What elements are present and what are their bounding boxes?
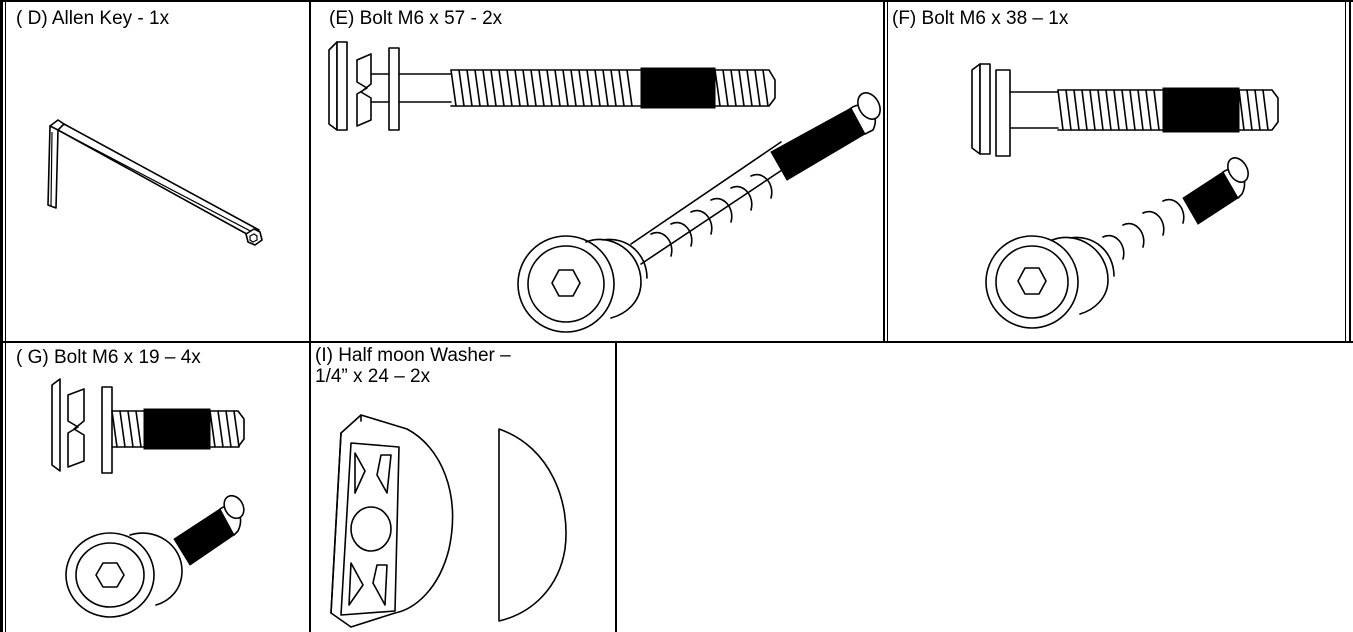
part-label-allen-key: ( D) Allen Key - 1x [16, 8, 170, 29]
table-col-divider-1 [309, 0, 311, 632]
part-label-bolt-m6x19: ( G) Bolt M6 x 19 – 4x [16, 347, 201, 368]
table-border-left-inner [5, 0, 6, 632]
part-cell-bolt-m6x57: (E) Bolt M6 x 57 - 2x [311, 2, 883, 341]
part-cell-half-moon-washer: (I) Half moon Washer – 1/4” x 24 – 2x [311, 343, 615, 632]
part-cell-bolt-m6x19: ( G) Bolt M6 x 19 – 4x [6, 343, 309, 632]
table-border-right [1349, 0, 1351, 343]
part-cell-allen-key: ( D) Allen Key - 1x [6, 2, 309, 341]
table-border-top [0, 0, 1353, 2]
table-border-right-inner [1345, 0, 1346, 343]
table-col-divider-3 [615, 343, 617, 632]
thread-lines [450, 69, 642, 107]
table-col-divider-2 [883, 0, 885, 343]
allen-key-illustration [47, 119, 263, 246]
bolt-m6x19-angled-illustration [65, 494, 245, 618]
bolt-m6x19-side-illustration [51, 378, 245, 474]
part-label-bolt-m6x57: (E) Bolt M6 x 57 - 2x [329, 8, 503, 29]
table-col-divider-2-inner [887, 0, 888, 343]
part-label-bolt-m6x38: (F) Bolt M6 x 38 – 1x [892, 8, 1069, 29]
part-cell-bolt-m6x38: (F) Bolt M6 x 38 – 1x [888, 2, 1345, 341]
bolt-m6x57-side-illustration [328, 41, 776, 131]
bolt-m6x38-side-illustration [971, 63, 1279, 157]
bolt-m6x57-angled-illustration [517, 92, 881, 333]
table-border-left [0, 0, 3, 632]
part-label-half-moon-washer: (I) Half moon Washer – 1/4” x 24 – 2x [315, 345, 511, 387]
bolt-m6x38-angled-illustration [985, 157, 1249, 329]
table-row-divider [0, 341, 1353, 343]
half-moon-washer-illustration [330, 414, 567, 628]
